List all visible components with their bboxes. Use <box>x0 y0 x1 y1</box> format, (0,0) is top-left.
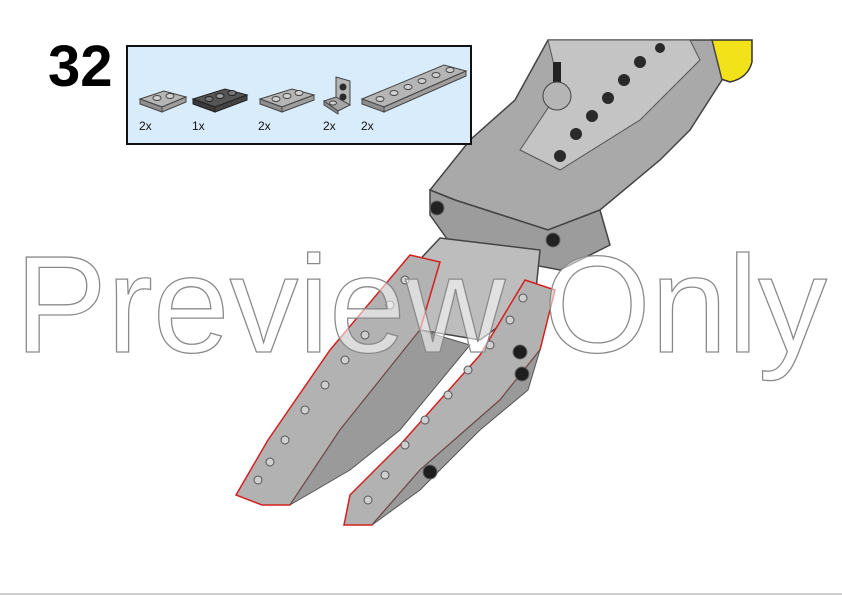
stud-row <box>554 43 665 162</box>
right-prong-side <box>371 349 541 526</box>
parts-list: 2x 1x 2x 2x 2x <box>126 45 472 145</box>
part-qty: 2x <box>139 119 152 133</box>
yellow-part <box>711 39 753 83</box>
footer-divider <box>0 593 842 595</box>
plate-1x2-icon <box>138 90 188 113</box>
plate-1x6-icon <box>360 64 468 113</box>
plate-1x3-icon <box>258 88 316 113</box>
part-qty: 2x <box>361 119 374 133</box>
part-qty: 2x <box>258 119 271 133</box>
antenna <box>553 62 561 92</box>
left-prong-studs <box>253 275 410 485</box>
watermark-text: Preview Only <box>15 228 827 382</box>
part-qty: 1x <box>192 119 205 133</box>
watermark: Preview Only <box>14 227 827 382</box>
bracket-1x1-icon <box>322 76 352 115</box>
right-prong-studs <box>363 293 528 505</box>
step-number: 32 <box>48 34 113 99</box>
plate-1x3-jumper-icon <box>191 88 249 113</box>
connector-pins <box>422 344 530 480</box>
left-prong-side <box>289 329 471 506</box>
part-qty: 2x <box>323 119 336 133</box>
